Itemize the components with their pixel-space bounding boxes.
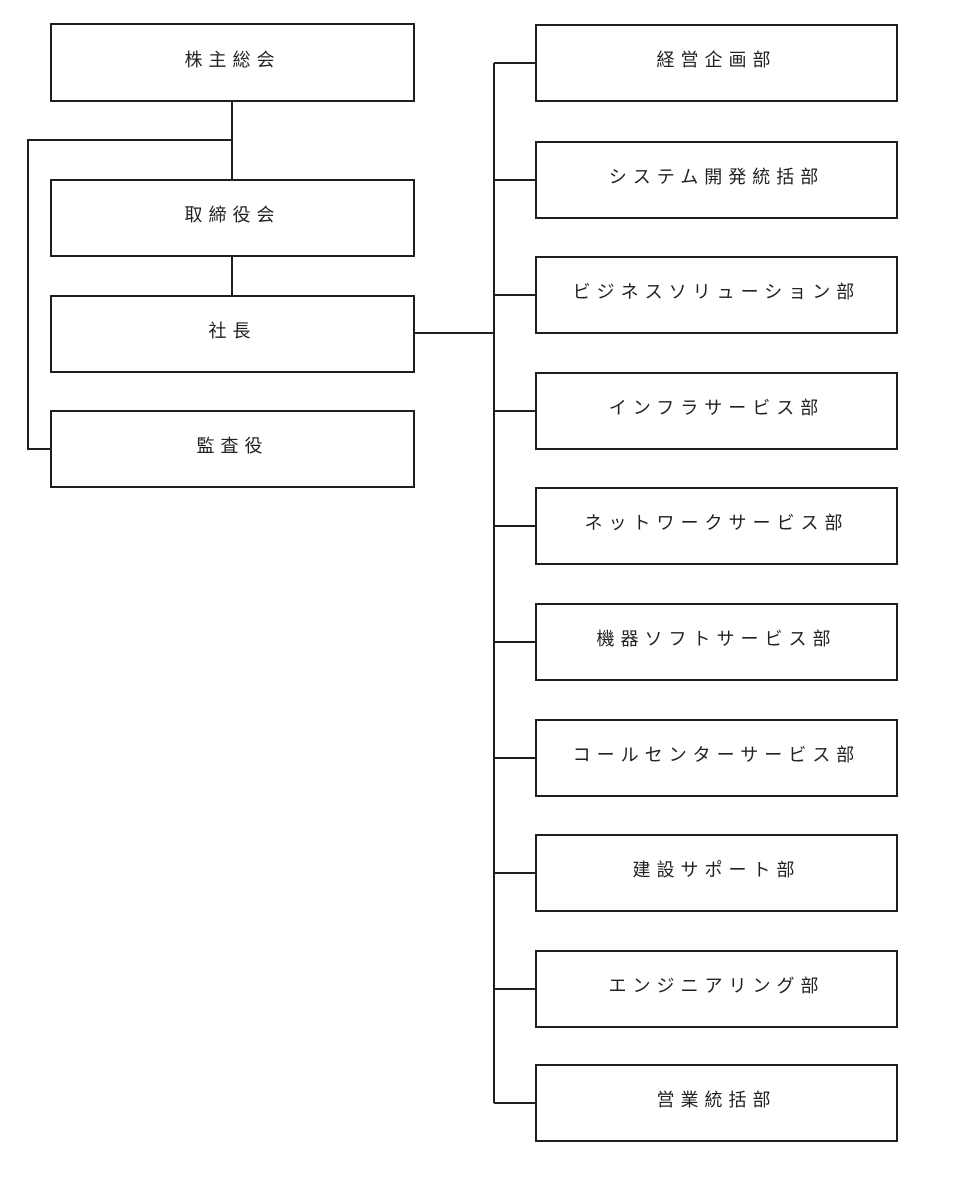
node-sales-supervision-dept: 営業統括部 [535, 1064, 898, 1142]
node-network-service-dept: ネットワークサービス部 [535, 487, 898, 565]
node-label: ビジネスソリューション部 [572, 282, 861, 302]
node-label: ネットワークサービス部 [584, 513, 849, 533]
node-infra-service-dept: インフラサービス部 [535, 372, 898, 450]
edge-branch-auditor [27, 139, 232, 450]
node-business-solution-dept: ビジネスソリューション部 [535, 256, 898, 334]
node-label: 株主総会 [184, 49, 281, 70]
node-construction-support-dept: 建設サポート部 [535, 834, 898, 912]
node-corporate-planning-dept: 経営企画部 [535, 24, 898, 102]
node-system-dev-supervision-dept: システム開発統括部 [535, 141, 898, 219]
node-auditor: 監査役 [50, 410, 415, 488]
node-label: エンジニアリング部 [608, 976, 825, 996]
node-label: コールセンターサービス部 [572, 745, 861, 765]
node-engineering-dept: エンジニアリング部 [535, 950, 898, 1028]
node-shareholders-meeting: 株主総会 [50, 23, 415, 102]
node-label: 取締役会 [184, 205, 281, 225]
node-label: 営業統括部 [656, 1090, 777, 1110]
node-label: 機器ソフトサービス部 [596, 629, 837, 649]
node-equipment-software-service-dept: 機器ソフトサービス部 [535, 603, 898, 681]
node-label: 建設サポート部 [632, 860, 801, 880]
node-president: 社長 [50, 295, 415, 373]
node-label: 社長 [208, 321, 257, 341]
node-call-center-service-dept: コールセンターサービス部 [535, 719, 898, 797]
node-label: 経営企画部 [656, 50, 777, 70]
node-board-of-directors: 取締役会 [50, 179, 415, 257]
node-label: システム開発統括部 [608, 167, 825, 187]
node-label: 監査役 [196, 436, 269, 456]
node-label: インフラサービス部 [608, 398, 825, 418]
